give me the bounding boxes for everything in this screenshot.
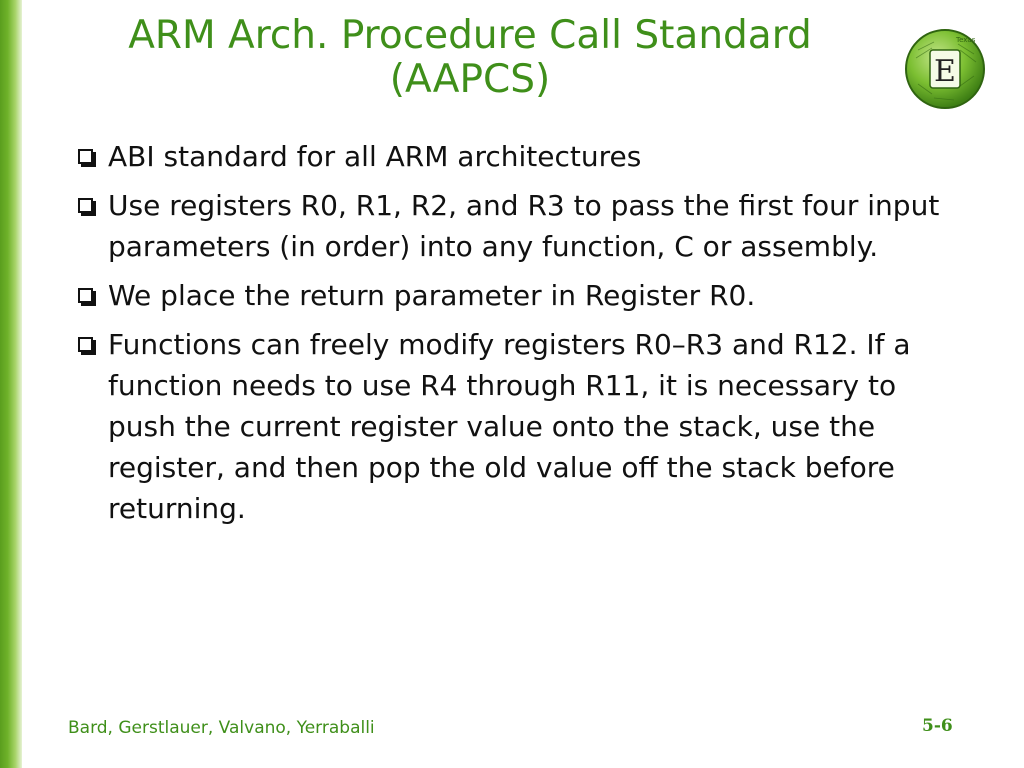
slide-title: ARM Arch. Procedure Call Standard (AAPCS… xyxy=(40,14,900,102)
bullet-text: Functions can freely modify registers R0… xyxy=(108,328,911,525)
logo-caption: Texas xyxy=(955,36,976,44)
embedded-e-logo: Texas E xyxy=(905,29,985,109)
checkbox-bullet-icon xyxy=(78,198,93,213)
bullet-text: We place the return parameter in Registe… xyxy=(108,279,756,312)
checkbox-bullet-icon xyxy=(78,337,93,352)
bullet-item: ABI standard for all ARM architectures xyxy=(74,136,954,177)
bullet-item: We place the return parameter in Registe… xyxy=(74,275,954,316)
bullet-text: ABI standard for all ARM architectures xyxy=(108,140,642,173)
footer-authors: Bard, Gerstlauer, Valvano, Yerraballi xyxy=(68,718,375,738)
bullet-item: Functions can freely modify registers R0… xyxy=(74,324,954,529)
bullet-text: Use registers R0, R1, R2, and R3 to pass… xyxy=(108,189,940,263)
left-accent-bar xyxy=(0,0,22,768)
logo-letter: E xyxy=(934,54,956,89)
page-number: 5-6 xyxy=(922,716,953,736)
bullet-list: ABI standard for all ARM architectures U… xyxy=(74,136,954,537)
checkbox-bullet-icon xyxy=(78,288,93,303)
slide-title-line-1: ARM Arch. Procedure Call Standard xyxy=(128,13,812,58)
slide-title-line-2: (AAPCS) xyxy=(389,57,551,102)
bullet-item: Use registers R0, R1, R2, and R3 to pass… xyxy=(74,185,954,267)
checkbox-bullet-icon xyxy=(78,149,93,164)
